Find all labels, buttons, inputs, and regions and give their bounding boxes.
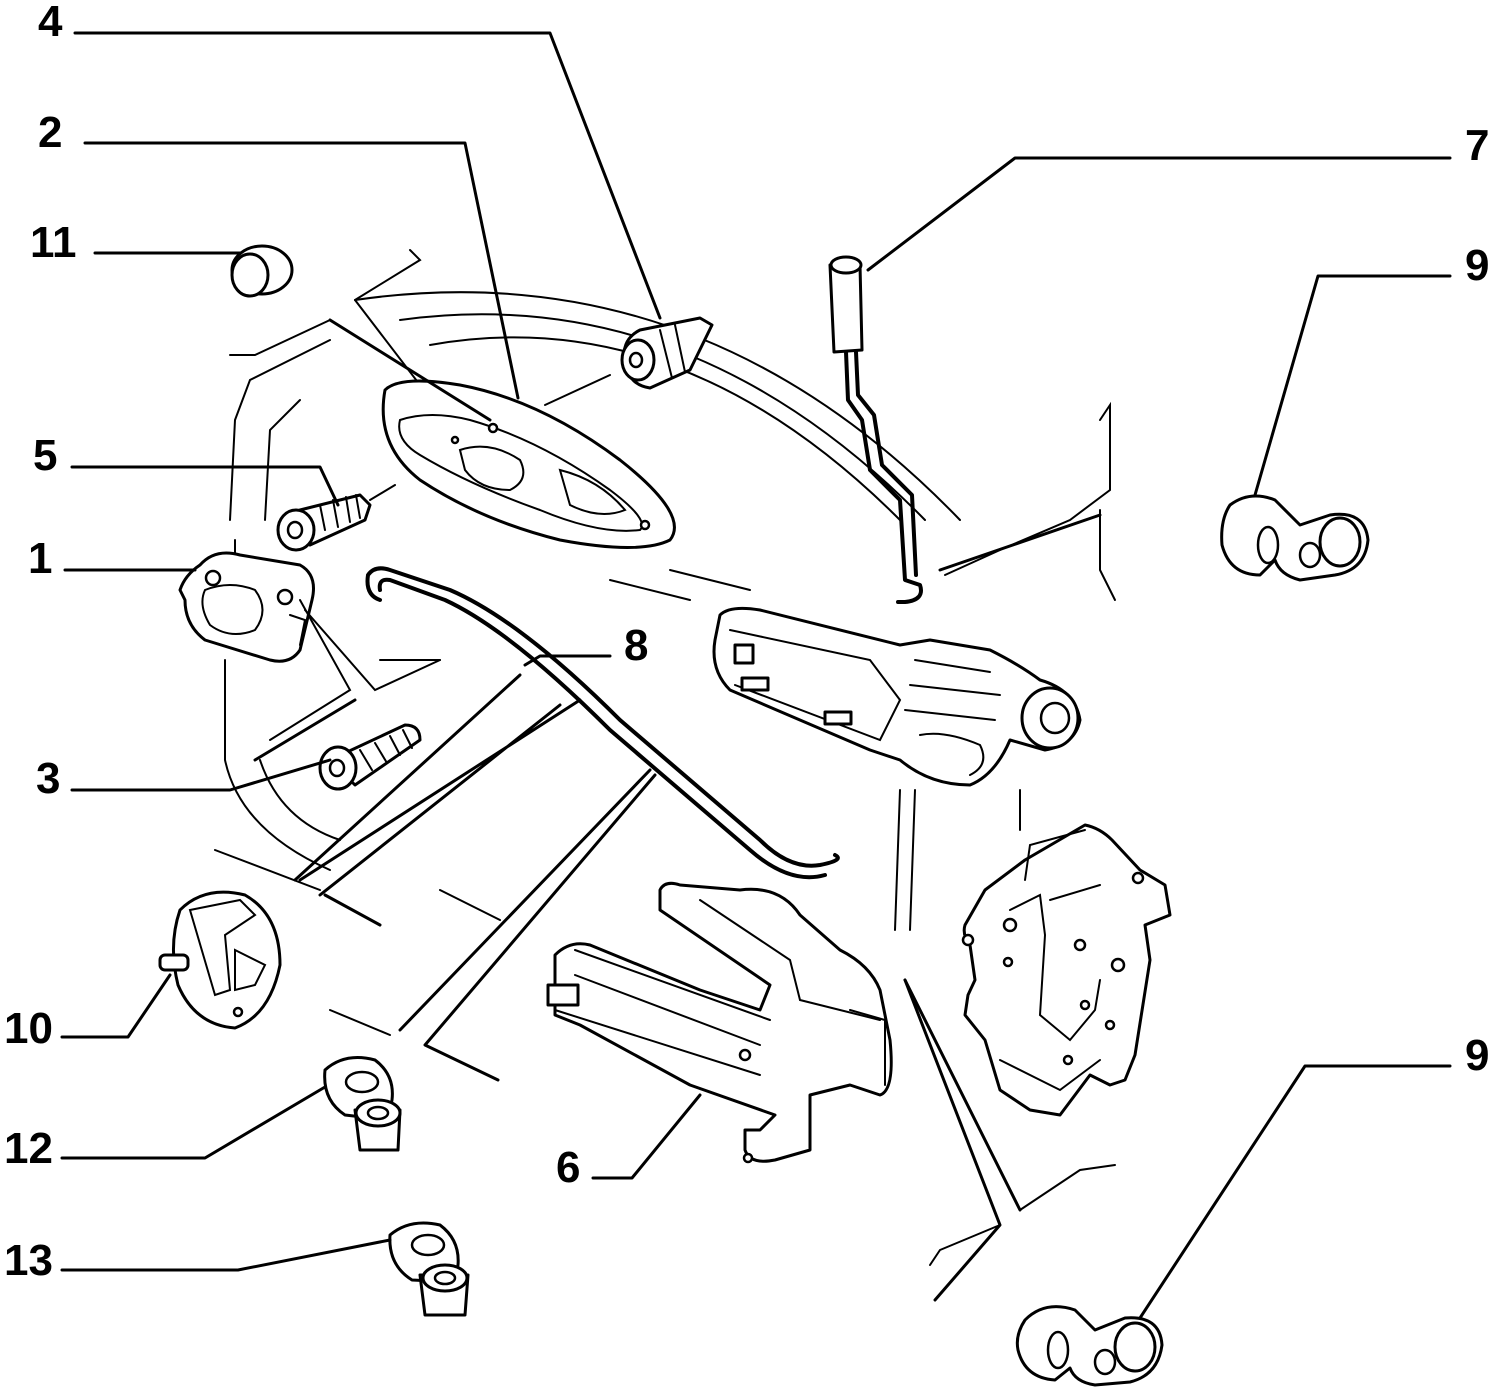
callout-6: 6	[556, 1143, 580, 1192]
callout-2: 2	[38, 108, 62, 157]
callout-1: 1	[28, 534, 52, 583]
leader-10	[60, 973, 172, 1039]
callout-12: 12	[4, 1124, 53, 1173]
part-3-bolt	[318, 723, 422, 791]
leader-6	[591, 1093, 702, 1180]
callout-13: 13	[4, 1236, 53, 1285]
leader-7	[866, 156, 1452, 272]
part-13-clip	[388, 1221, 470, 1317]
callout-7: 7	[1465, 121, 1489, 170]
leader-9-top	[1253, 274, 1452, 497]
door-panel-outline	[214, 249, 1116, 1266]
part-4-grommet	[620, 316, 714, 390]
assembly-guide-lines	[253, 318, 1102, 1302]
part-7-lock-rod	[828, 255, 923, 604]
callout-9-top: 9	[1465, 241, 1489, 290]
part-10-round-housing	[158, 890, 282, 1030]
part-1-inner-handle	[178, 551, 441, 741]
outer-door-handle	[712, 606, 1082, 787]
part-12-clip	[323, 1056, 402, 1152]
callout-leader-lines	[60, 31, 1452, 1320]
part-9-rod-clip-top	[1220, 494, 1370, 582]
leader-4	[73, 31, 662, 320]
leader-12	[60, 1085, 327, 1160]
leader-5	[70, 465, 340, 507]
leader-3	[70, 758, 332, 792]
callout-4: 4	[38, 0, 63, 46]
callout-5: 5	[33, 431, 57, 480]
part-8-link-rod	[365, 566, 840, 880]
callout-labels: 4 2 7 11 9 5 1 8 3 10 9 12 6 13	[4, 0, 1489, 1285]
leader-8	[523, 654, 612, 667]
leader-2	[83, 141, 520, 400]
callout-9-bottom: 9	[1465, 1031, 1489, 1080]
door-latch-mechanism	[961, 823, 1172, 1117]
leader-13	[60, 1238, 392, 1272]
leader-9-bottom	[1138, 1064, 1452, 1320]
part-11-plug-cap	[230, 244, 294, 298]
callout-8: 8	[624, 621, 648, 670]
part-9-rod-clip-bottom	[1015, 1305, 1164, 1387]
part-5-screw	[276, 484, 396, 552]
part-6-lock-bracket	[546, 881, 893, 1164]
callout-3: 3	[36, 754, 60, 803]
part-2-handle-escutcheon	[381, 374, 676, 549]
callout-11: 11	[30, 218, 77, 267]
callout-10: 10	[4, 1004, 53, 1053]
